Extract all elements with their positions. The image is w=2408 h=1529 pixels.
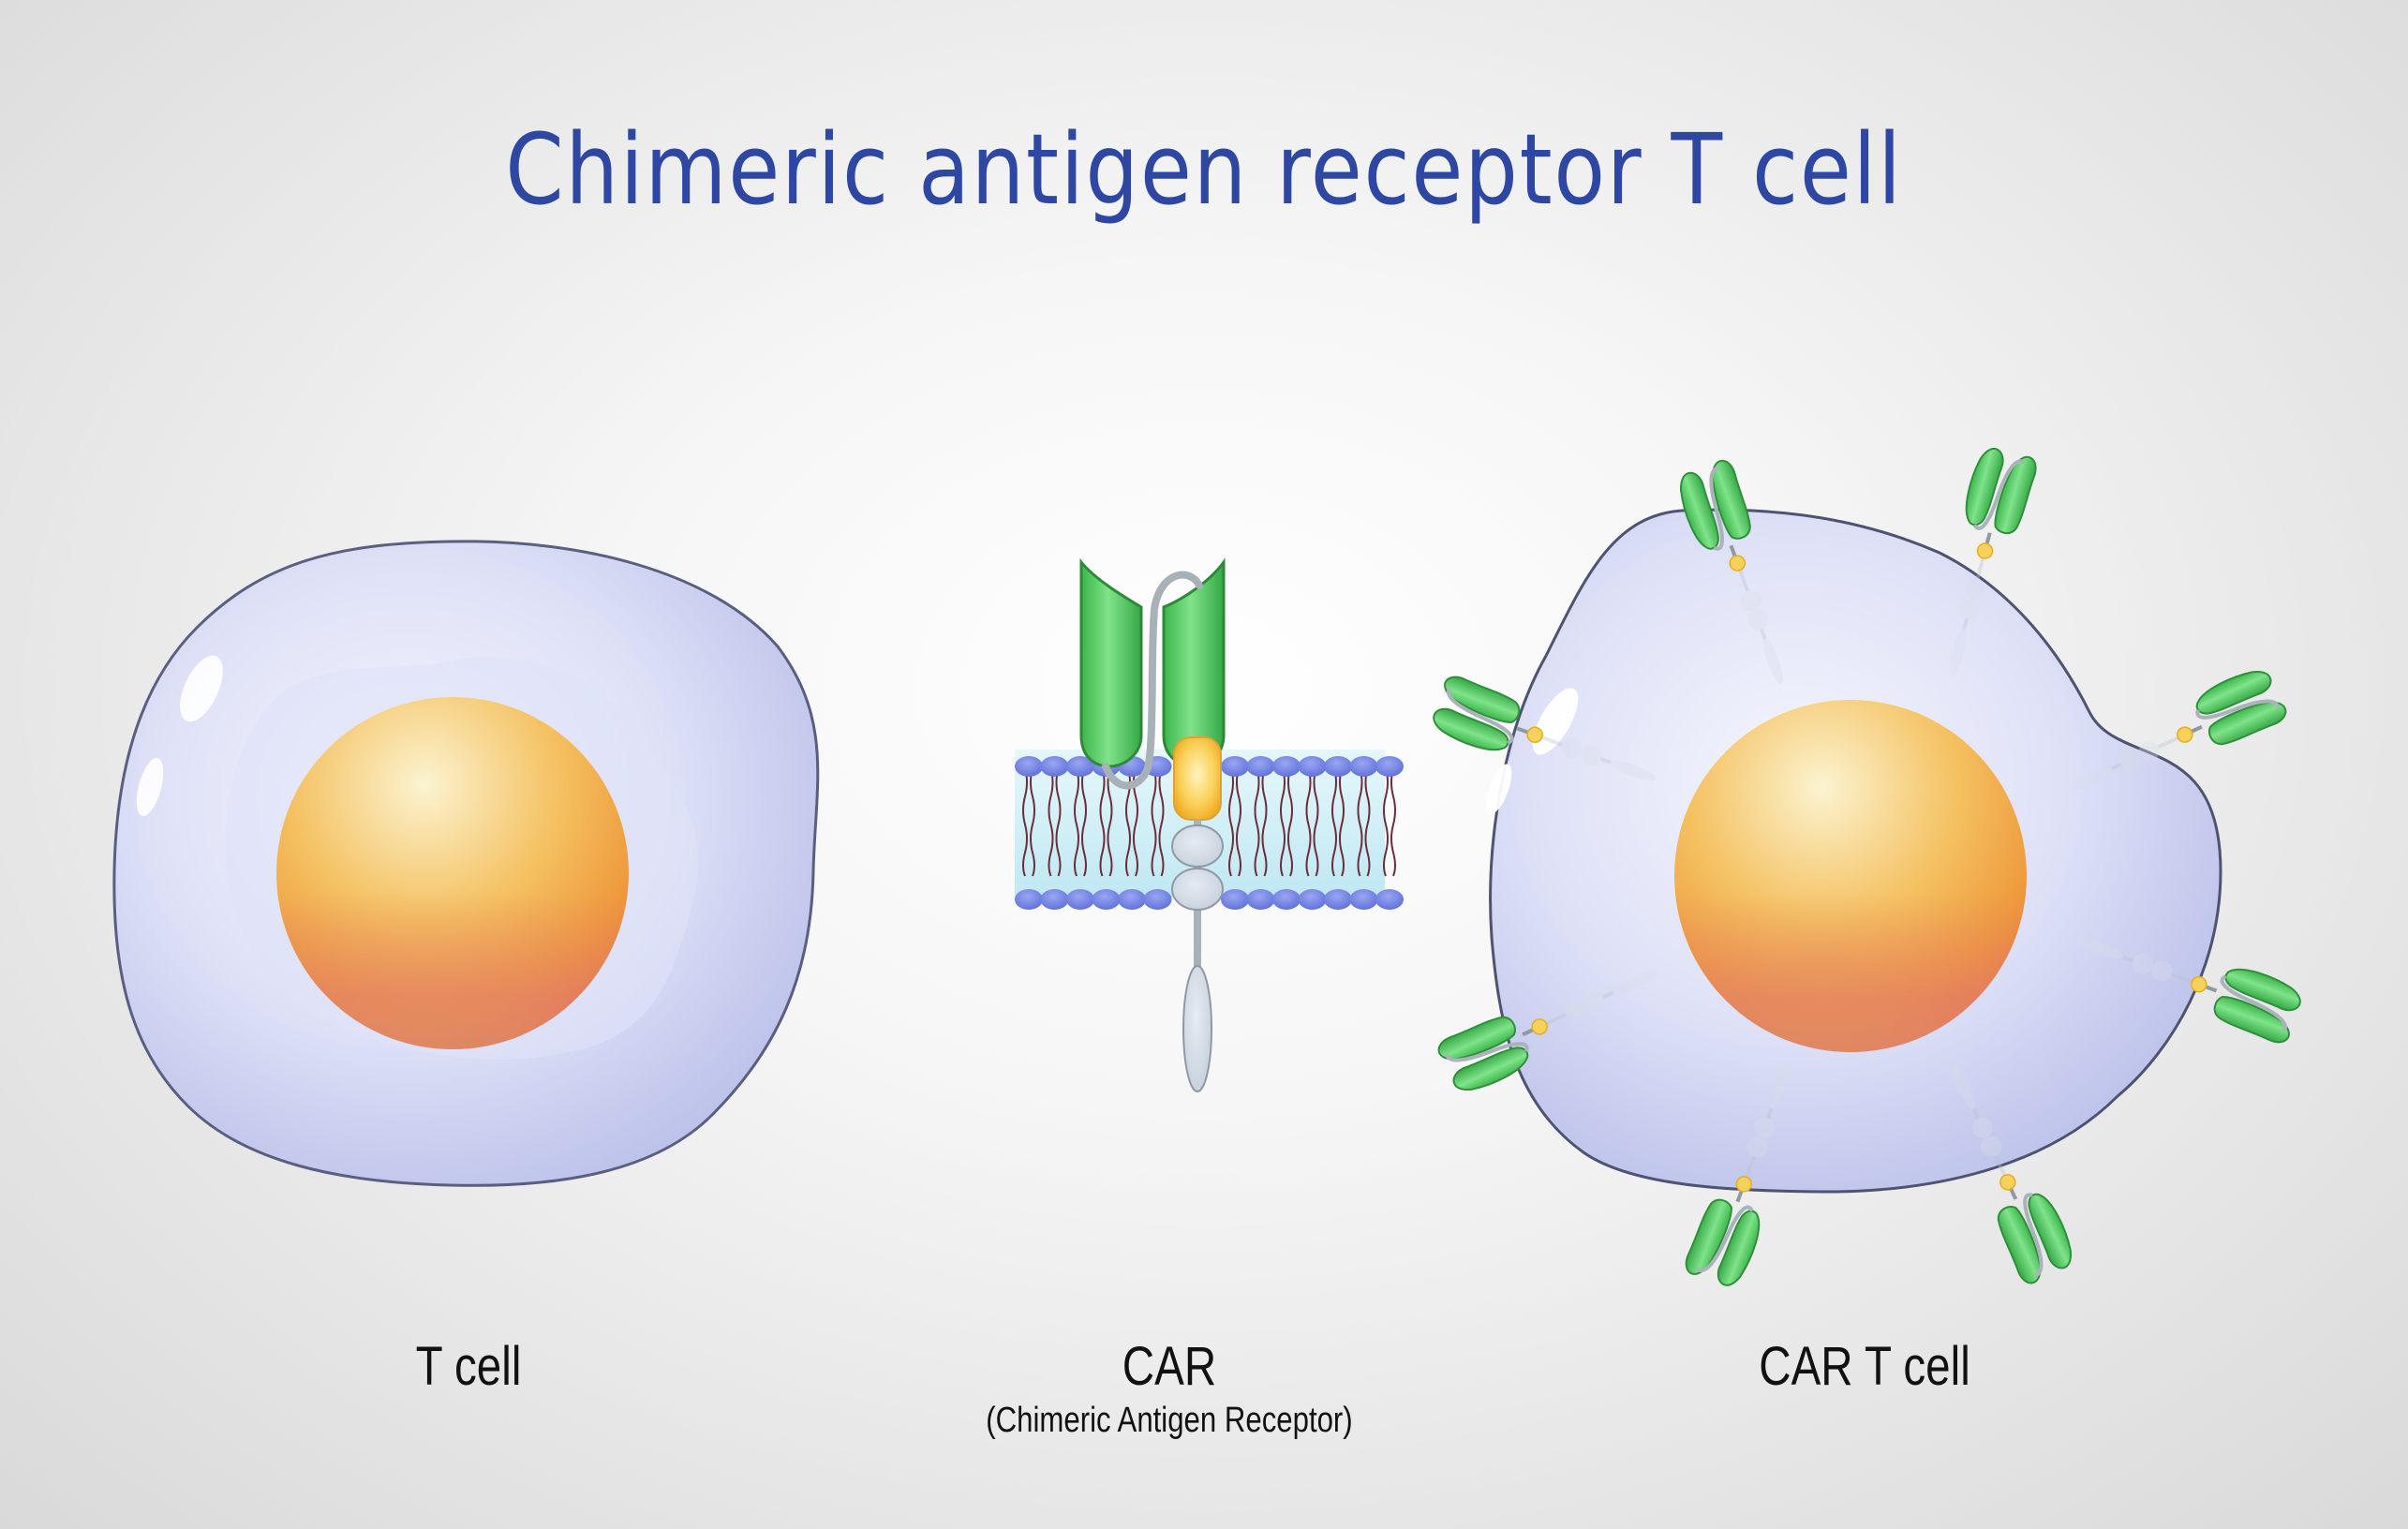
lipid-head xyxy=(1349,756,1378,777)
car-receptor xyxy=(1951,442,2041,568)
lipid-head xyxy=(1298,756,1327,777)
t-cell-highlight xyxy=(136,757,164,817)
lipid-head xyxy=(1221,889,1249,910)
lipid-tail xyxy=(1305,767,1319,877)
lipid-head xyxy=(1272,889,1301,910)
lipid-head xyxy=(1375,889,1404,910)
car-t-cell xyxy=(1426,442,2308,1293)
lipid-tail xyxy=(1357,767,1371,877)
scfv-heavy-chain xyxy=(1162,557,1226,768)
lipid-head xyxy=(1349,889,1378,910)
label-car: CAR xyxy=(1122,1336,1217,1397)
lipid-head xyxy=(1066,756,1094,777)
diagram-title: Chimeric antigen receptor T cell xyxy=(505,112,1903,227)
scfv-light-chain xyxy=(1079,557,1143,768)
lipid-head xyxy=(1092,889,1121,910)
lipid-tail xyxy=(1099,767,1113,877)
lipid-tail xyxy=(1280,767,1293,877)
lipid-head xyxy=(1246,756,1275,777)
lipid-tail xyxy=(1228,767,1241,877)
car-receptor xyxy=(1977,1160,2082,1289)
car-receptors xyxy=(1426,442,2308,1293)
label-car-t-cell: CAR T cell xyxy=(1759,1336,1970,1397)
lipid-tail xyxy=(1383,767,1396,877)
costimulatory-domain xyxy=(1171,868,1224,911)
receptor-intracellular-tail xyxy=(1536,734,1657,781)
car-receptor xyxy=(2163,661,2292,765)
t-cell-highlight xyxy=(180,655,223,722)
receptor-intracellular-tail xyxy=(1743,1062,1791,1183)
lipid-head xyxy=(1298,889,1327,910)
t-cell-nucleus-shade xyxy=(276,697,629,1049)
car-t-cell-nucleus-shade xyxy=(1674,700,2027,1052)
lipid-head xyxy=(1221,756,1249,777)
lipid-head xyxy=(1375,756,1404,777)
label-car-full-name: (Chimeric Antigen Receptor) xyxy=(986,1401,1353,1440)
t-cell xyxy=(112,540,820,1187)
receptor-intracellular-tail xyxy=(1736,564,1784,685)
receptor-intracellular-tail xyxy=(2077,938,2198,986)
lipid-head xyxy=(1066,889,1094,910)
lipid-tail xyxy=(1254,767,1268,877)
lipid-tail xyxy=(1022,767,1035,877)
lipid-tail xyxy=(1331,767,1345,877)
lipid-head xyxy=(1246,889,1275,910)
car-structure xyxy=(1015,557,1404,1092)
cd3-zeta-domain xyxy=(1182,965,1212,1092)
lipid-head xyxy=(1272,756,1301,777)
car-t-cell-highlight xyxy=(1486,764,1512,814)
lipid-head xyxy=(1324,889,1352,910)
transmembrane-domain xyxy=(1173,736,1222,821)
lipid-tail xyxy=(1151,767,1165,877)
lipid-tail xyxy=(1074,767,1087,877)
lipid-head xyxy=(1143,889,1172,910)
lipid-head xyxy=(1324,756,1352,777)
receptor-intracellular-tail xyxy=(1952,1064,2009,1181)
car-t-cell-highlight xyxy=(1532,688,1579,755)
lipid-head xyxy=(1040,889,1069,910)
costimulatory-domain xyxy=(1171,824,1224,868)
lipid-tail xyxy=(1048,767,1062,877)
receptor-intracellular-tail xyxy=(1540,971,1657,1028)
scfv-linker xyxy=(1102,571,1203,790)
lipid-head xyxy=(1015,889,1043,910)
lipid-head xyxy=(1015,756,1043,777)
label-t-cell: T cell xyxy=(415,1336,522,1397)
lipid-head xyxy=(1040,756,1069,777)
lipid-head xyxy=(1118,889,1146,910)
receptor-intracellular-tail xyxy=(2067,734,2184,791)
receptor-intracellular-tail xyxy=(1949,552,1986,676)
